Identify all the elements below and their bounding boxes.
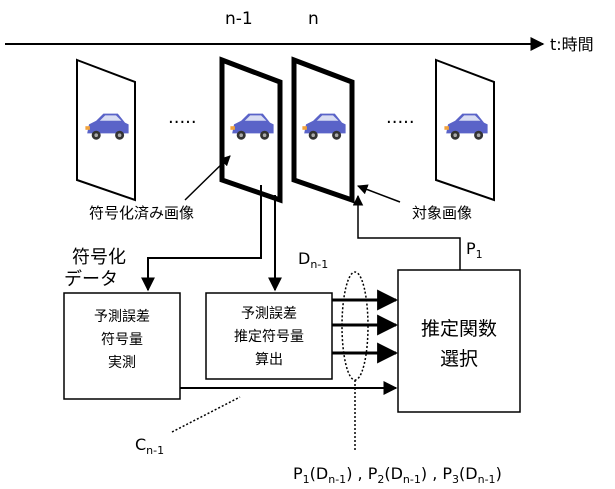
box-estimate-line-2: 推定符号量 [234, 329, 304, 345]
formula: P1(Dn-1) , P2(Dn-1) , P3(Dn-1) [293, 464, 502, 486]
box-select: 推定関数 選択 [397, 269, 521, 413]
ellipsis-right: ····· [386, 112, 415, 133]
label-n: n [308, 9, 319, 29]
label-c-n-minus-1: Cn-1 [135, 435, 164, 457]
arrow-to-measure [141, 185, 262, 292]
box-select-line-1: 推定関数 [421, 318, 497, 340]
label-encoded-data-2: データ [64, 269, 118, 290]
box-estimate-line-3: 算出 [255, 352, 283, 368]
frame-n-minus-1 [219, 56, 283, 204]
time-axis-label: t:時間 [550, 35, 594, 54]
box-measure-line-1: 予測誤差 [94, 309, 150, 325]
frame-n [291, 56, 355, 204]
box-measure-line-3: 実測 [108, 355, 136, 371]
c-leader [171, 396, 241, 433]
label-encoded-image: 符号化済み画像 [89, 204, 194, 222]
arrow-target-image [357, 184, 401, 203]
label-d-n-minus-1: Dn-1 [298, 249, 328, 271]
frame-last [435, 58, 495, 202]
label-target-image: 対象画像 [412, 204, 472, 222]
ellipsis-left: ····· [168, 112, 197, 133]
box-estimate: 予測誤差 推定符号量 算出 [205, 292, 333, 380]
label-n-minus-1: n-1 [225, 9, 253, 29]
arrow-encoded-image [184, 155, 231, 201]
frame-1 [76, 58, 136, 202]
box-measure: 予測誤差 符号量 実測 [63, 292, 181, 400]
box-select-line-2: 選択 [440, 348, 478, 370]
label-p1: P1 [466, 239, 483, 261]
box-estimate-line-1: 予測誤差 [241, 306, 297, 322]
box-measure-line-2: 符号量 [101, 332, 143, 348]
label-encoded-data-1: 符号化 [72, 247, 126, 268]
arrow-to-target [352, 194, 461, 270]
